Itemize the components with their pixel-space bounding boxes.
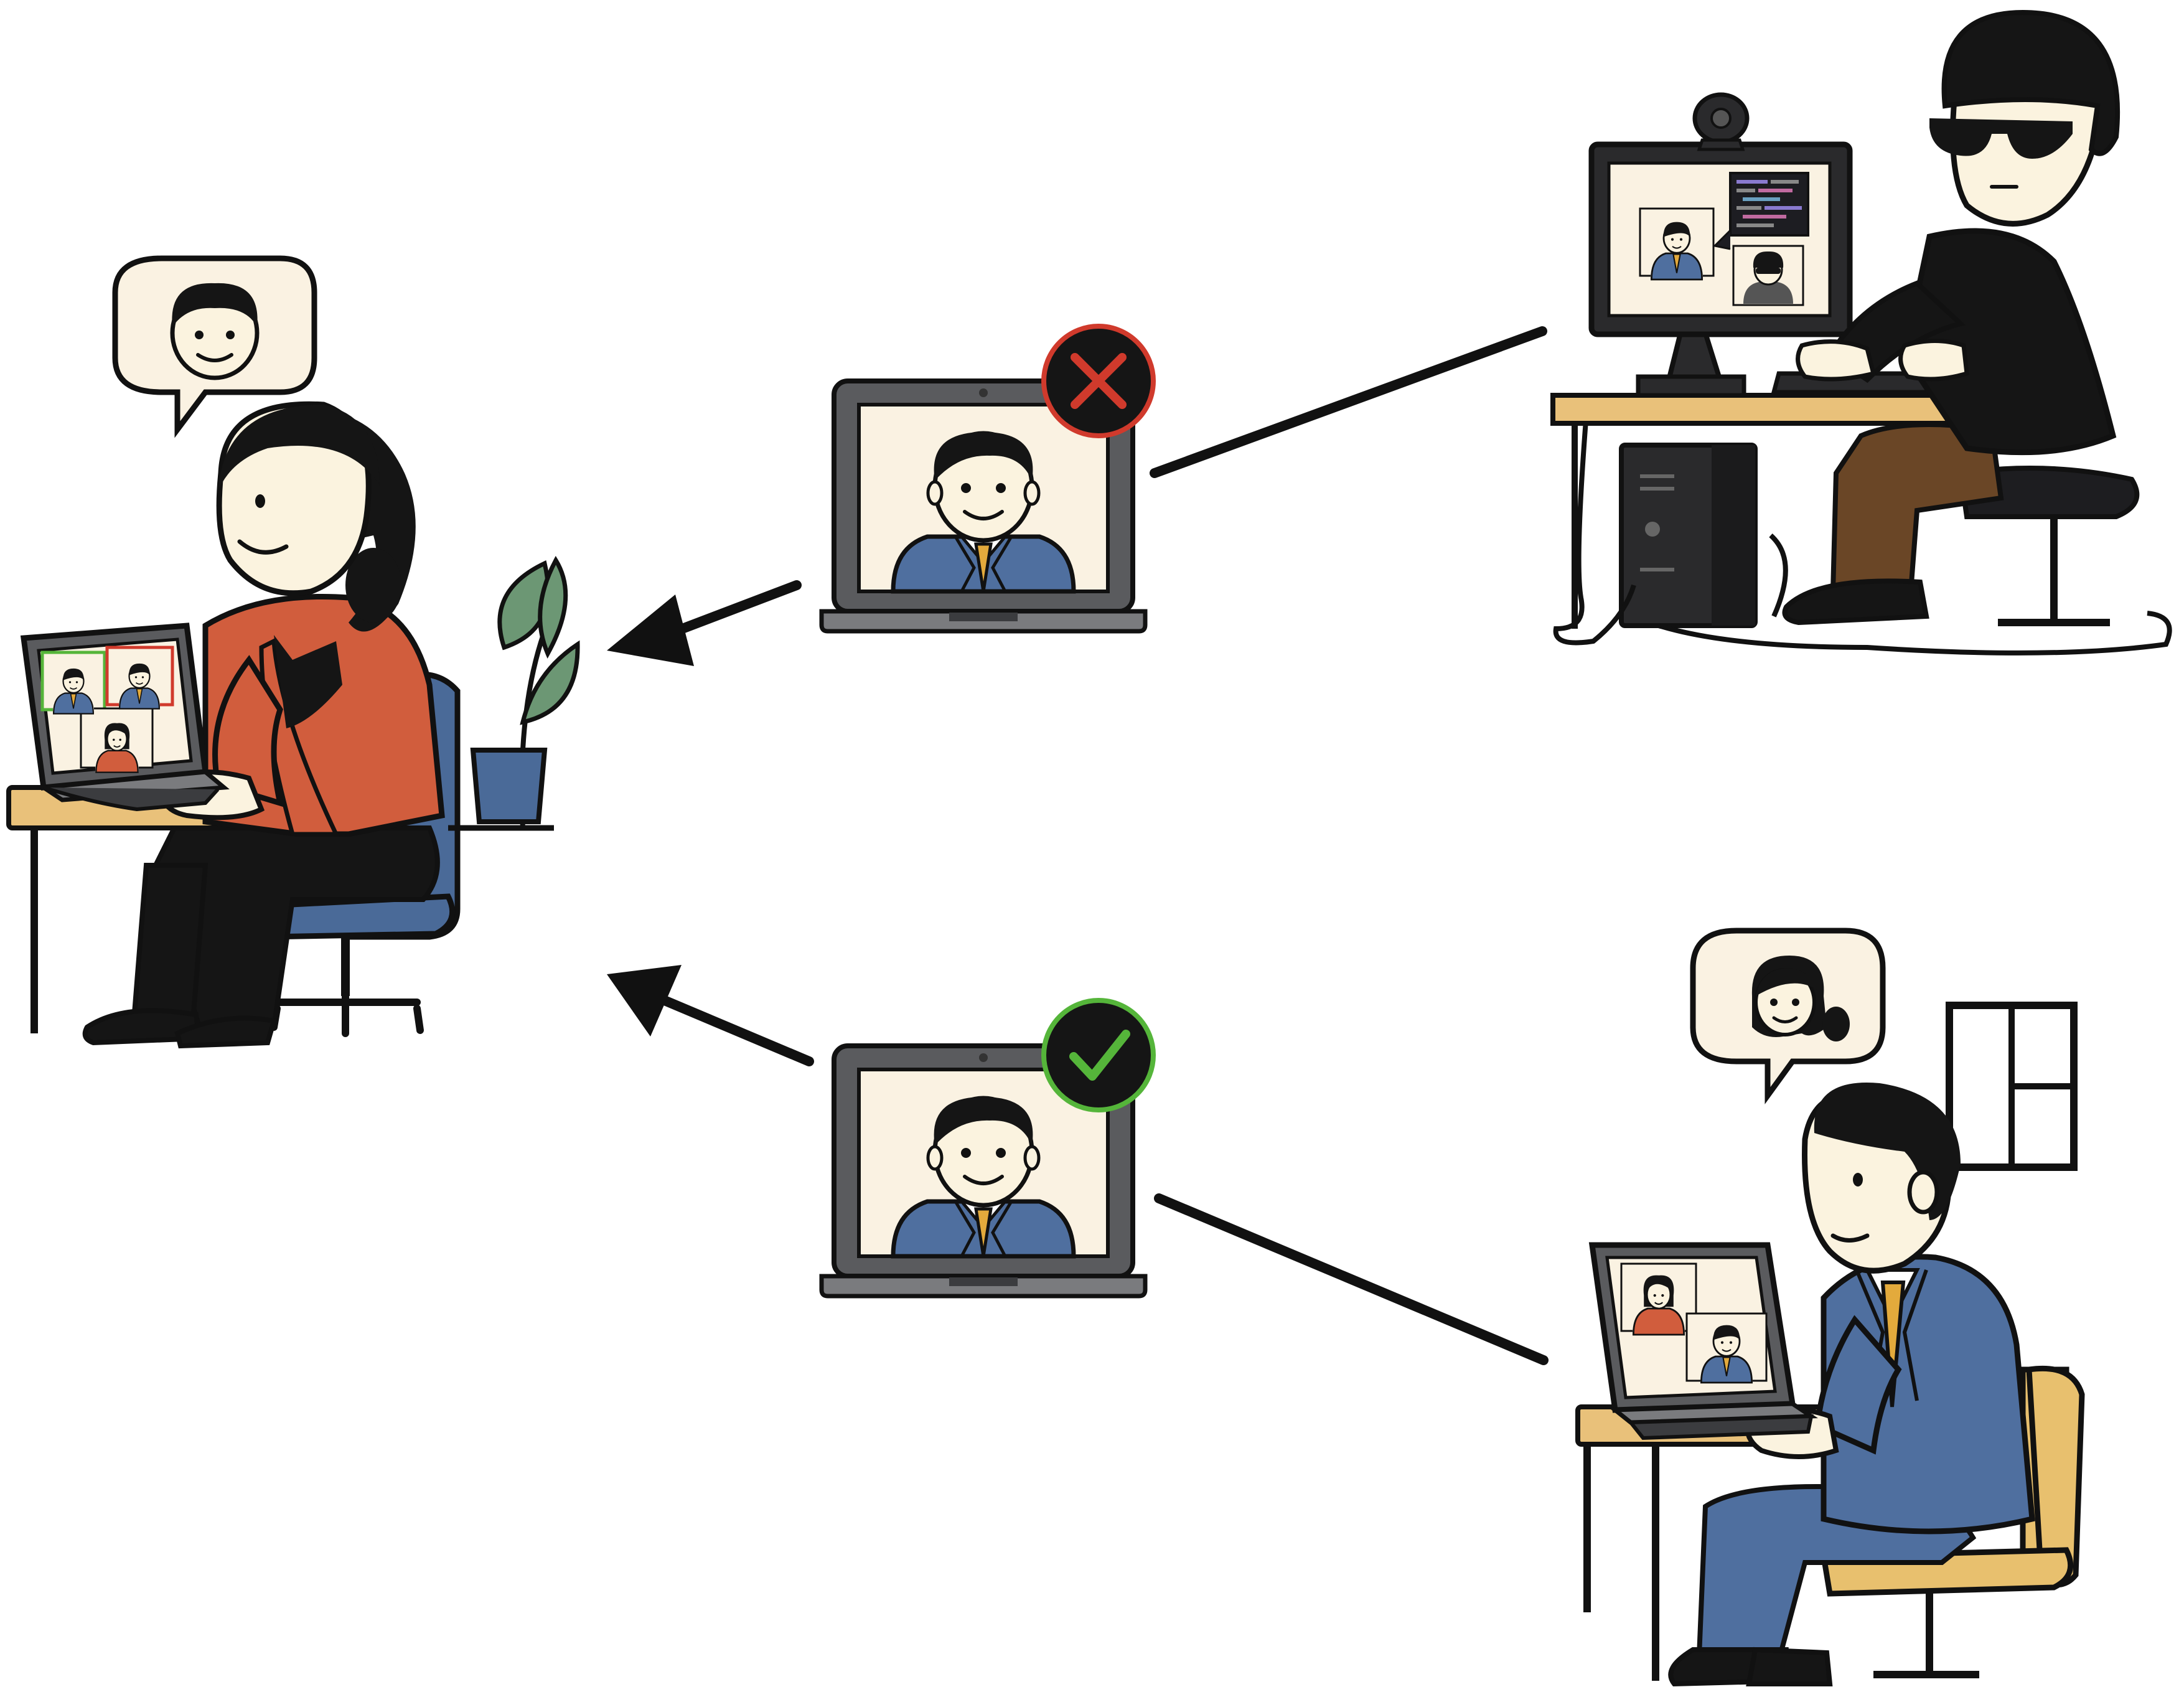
hacker-avatar-icon xyxy=(1743,251,1793,304)
arrowhead-bottom-icon xyxy=(607,965,682,1036)
green-check-icon xyxy=(1041,998,1156,1112)
caller-laptop xyxy=(1588,1242,1818,1441)
tower-pc-icon xyxy=(1619,443,1758,628)
attacker-hacker xyxy=(1550,9,2172,656)
edge-attacker-to-fake-feed xyxy=(1150,326,1547,478)
arrowhead-top-icon xyxy=(607,595,694,666)
edge-real-feed-to-victim xyxy=(661,996,814,1066)
connectors xyxy=(607,326,1549,1365)
genuine-caller-man xyxy=(1575,928,2085,1687)
thought-bubble-man-face-icon xyxy=(112,255,317,438)
window-icon xyxy=(1946,1002,2078,1171)
desktop-monitor xyxy=(1588,92,1853,398)
red-x-icon xyxy=(1041,324,1156,438)
edge-fake-feed-to-victim xyxy=(661,580,802,640)
victim-laptop xyxy=(20,623,230,812)
plant-icon xyxy=(470,555,580,829)
victim-woman xyxy=(6,255,580,1049)
thought-bubble-woman-face-icon xyxy=(1690,928,1886,1104)
edge-genuine-caller-to-real-feed xyxy=(1154,1193,1549,1365)
